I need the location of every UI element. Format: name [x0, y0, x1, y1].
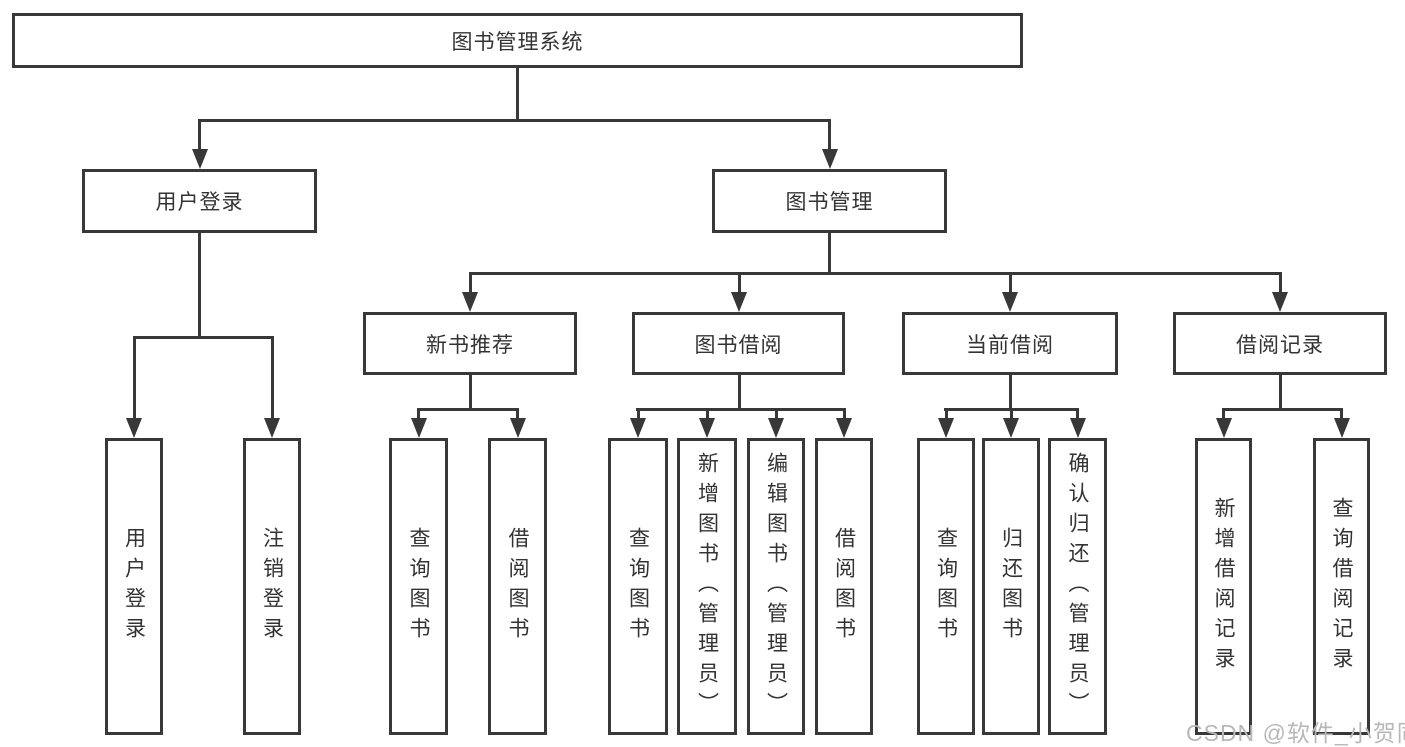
leaf-label: 借阅图书 [506, 526, 529, 647]
edge-drop-l3-1 [738, 272, 741, 296]
edge-drop-book-mgmt [828, 119, 831, 153]
arrow-into-g1-1 [510, 418, 526, 438]
node-root: 图书管理系统 [12, 13, 1023, 68]
edge-drop-l3-0 [469, 272, 472, 296]
edge-drop-login-leaf-0 [133, 336, 136, 422]
edge-root-stem [516, 66, 519, 119]
leaf-borrow-edit-book-admin: 编辑图书（管理员） [747, 438, 805, 735]
arrow-into-l3-3 [1272, 292, 1288, 312]
leaf-current-return-book: 归还图书 [982, 438, 1040, 735]
leaf-borrow-borrow-book: 借阅图书 [815, 438, 873, 735]
edge-drop-g3-1 [1010, 408, 1013, 422]
leaf-label: 注销登录 [260, 526, 284, 647]
edge-drop-g2-0 [637, 408, 640, 422]
edge-drop-user-login [198, 119, 201, 153]
leaf-label: 用户登录 [122, 526, 146, 647]
edge-g2-stem [738, 375, 741, 408]
leaf-label: 编辑图书（管理员） [764, 451, 788, 722]
leaf-label: 新增借阅记录 [1212, 496, 1235, 677]
arrow-into-l3-0 [462, 292, 478, 312]
node-current-borrow: 当前借阅 [902, 312, 1118, 375]
arrow-into-l3-1 [731, 292, 747, 312]
edge-drop-g1-1 [516, 408, 519, 422]
leaf-user-login: 用户登录 [105, 438, 163, 735]
arrow-into-g1-0 [411, 418, 427, 438]
leaf-logout: 注销登录 [243, 438, 301, 735]
leaf-recommend-borrow-book: 借阅图书 [488, 438, 547, 735]
edge-mgmt-stem [828, 232, 831, 272]
edge-login-rail [133, 336, 274, 339]
edge-drop-g3-0 [945, 408, 948, 422]
node-new-book-recommend: 新书推荐 [363, 312, 577, 375]
node-borrow-records: 借阅记录 [1173, 312, 1387, 375]
edge-level2-rail [198, 119, 831, 122]
edge-g1-rail [417, 408, 519, 411]
leaf-borrow-query-book: 查询图书 [608, 438, 668, 735]
csdn-watermark: CSDN @软件_小贺同学 [1186, 720, 1405, 746]
leaf-current-query-book: 查询图书 [917, 438, 975, 735]
arrow-into-g3-1 [1003, 418, 1019, 438]
node-user-login-branch: 用户登录 [82, 169, 317, 233]
edge-level3-rail [469, 272, 1282, 275]
arrow-into-g2-1 [699, 418, 715, 438]
edge-login-stem [198, 232, 201, 336]
edge-drop-g3-2 [1076, 408, 1079, 422]
leaf-label: 查询图书 [407, 526, 430, 647]
arrow-into-g3-0 [938, 418, 954, 438]
arrow-into-g3-2 [1070, 418, 1086, 438]
leaf-label: 查询图书 [626, 526, 650, 647]
node-label: 图书管理 [785, 191, 874, 214]
leaf-current-confirm-return-admin: 确认归还（管理员） [1048, 438, 1107, 735]
leaf-label: 归还图书 [999, 526, 1023, 647]
edge-drop-g4-0 [1222, 408, 1225, 422]
edge-g2-rail [636, 408, 846, 411]
arrow-into-l3-2 [1002, 292, 1018, 312]
node-label: 借阅记录 [1236, 333, 1324, 357]
leaf-label: 确认归还（管理员） [1066, 451, 1089, 722]
arrow-into-user-login [192, 149, 208, 169]
node-label: 图书借阅 [694, 333, 783, 357]
leaf-label: 借阅图书 [832, 526, 856, 647]
node-root-label: 图书管理系统 [451, 30, 584, 54]
arrow-into-g2-2 [768, 418, 784, 438]
edge-drop-g2-2 [775, 408, 778, 422]
edge-g1-stem [469, 375, 472, 408]
edge-g4-stem [1279, 375, 1282, 408]
edge-drop-g2-3 [843, 408, 846, 422]
node-label: 当前借阅 [966, 333, 1054, 357]
node-label: 用户登录 [155, 191, 244, 214]
arrow-into-g2-0 [630, 418, 646, 438]
arrow-into-book-mgmt [822, 149, 838, 169]
leaf-records-add-record: 新增借阅记录 [1195, 438, 1252, 735]
node-book-mgmt-branch: 图书管理 [712, 169, 947, 233]
edge-drop-l3-2 [1009, 272, 1012, 296]
edge-drop-g4-1 [1340, 408, 1343, 422]
arrow-into-g4-1 [1334, 418, 1350, 438]
edge-g3-stem [1009, 375, 1012, 408]
edge-g4-rail [1222, 408, 1343, 411]
arrow-into-login-leaf-1 [264, 418, 280, 438]
edge-drop-l3-3 [1279, 272, 1282, 296]
arrow-into-login-leaf-0 [126, 418, 142, 438]
leaf-borrow-add-book-admin: 新增图书（管理员） [677, 438, 737, 735]
leaf-label: 查询图书 [934, 526, 958, 647]
edge-drop-g1-0 [417, 408, 420, 422]
leaf-label: 新增图书（管理员） [695, 451, 719, 722]
leaf-records-query-record: 查询借阅记录 [1313, 438, 1370, 735]
edge-drop-login-leaf-1 [271, 336, 274, 422]
node-label: 新书推荐 [426, 333, 514, 357]
edge-drop-g2-1 [706, 408, 709, 422]
arrow-into-g4-0 [1216, 418, 1232, 438]
leaf-label: 查询借阅记录 [1330, 496, 1353, 677]
arrow-into-g2-3 [836, 418, 852, 438]
node-book-borrow: 图书借阅 [632, 312, 845, 375]
leaf-recommend-query-book: 查询图书 [389, 438, 448, 735]
